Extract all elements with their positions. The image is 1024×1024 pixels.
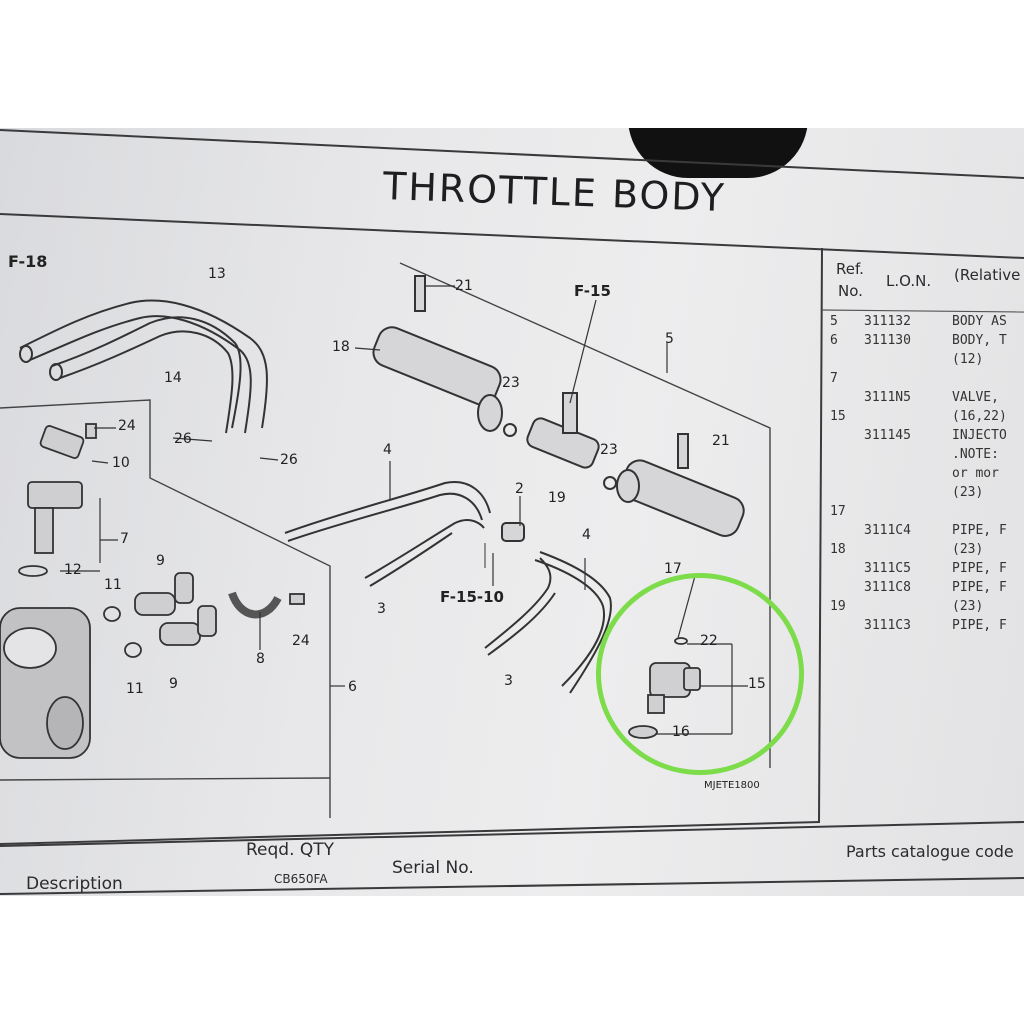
table-row: 5 311132 BODY AS bbox=[830, 314, 1024, 333]
parts-desc-cell: BODY, T bbox=[952, 333, 1007, 348]
parts-desc-cell: PIPE, F bbox=[952, 580, 1007, 595]
table-row: (12) bbox=[830, 352, 1024, 371]
table-row: .NOTE: bbox=[830, 447, 1024, 466]
parts-ref-cell: 5 bbox=[830, 314, 838, 329]
parts-desc-cell: BODY AS bbox=[952, 314, 1007, 329]
table-row: 19 (23) bbox=[830, 599, 1024, 618]
parts-desc-cell: (23) bbox=[952, 599, 984, 614]
parts-lon-cell: 3111C8 bbox=[864, 580, 911, 595]
parts-lon-cell: 311130 bbox=[864, 333, 911, 348]
lens-shadow bbox=[628, 128, 808, 178]
parts-desc-cell: .NOTE: bbox=[952, 447, 999, 462]
table-row: 3111N5 VALVE, bbox=[830, 390, 1024, 409]
parts-desc-cell: PIPE, F bbox=[952, 561, 1007, 576]
parts-table: Ref. No. L.O.N. (Relative 5 311132 BODY AS… bbox=[830, 256, 1024, 816]
callout-label: 24 bbox=[118, 418, 136, 434]
ref-header: Ref. bbox=[836, 260, 864, 278]
table-row: or mor bbox=[830, 466, 1024, 485]
table-row: 17 bbox=[830, 504, 1024, 523]
reqd-qty-label: Reqd. QTY bbox=[246, 840, 335, 860]
callout-label: 23 bbox=[600, 442, 618, 458]
callout-label: 2 bbox=[515, 481, 524, 497]
parts-catalogue-photo: THROTTLE BODY bbox=[0, 128, 1024, 896]
callout-label: 24 bbox=[292, 633, 310, 649]
highlight-circle bbox=[596, 573, 804, 775]
callout-label: 10 bbox=[112, 455, 130, 471]
callout-label: 7 bbox=[120, 531, 129, 547]
parts-lon-cell: 3111C5 bbox=[864, 561, 911, 576]
parts-desc-cell: (23) bbox=[952, 485, 984, 500]
no-header: No. bbox=[838, 282, 863, 300]
callout-label: 12 bbox=[64, 562, 82, 578]
model-label: CB650FA bbox=[274, 872, 328, 886]
callout-label: 11 bbox=[104, 577, 122, 593]
callout-label: 26 bbox=[280, 452, 298, 468]
table-row: 311145 INJECTO bbox=[830, 428, 1024, 447]
callout-label: 9 bbox=[169, 676, 178, 692]
parts-ref-cell: 19 bbox=[830, 599, 846, 614]
callout-label: 9 bbox=[156, 553, 165, 569]
relative-header: (Relative bbox=[954, 266, 1021, 284]
callout-label: 21 bbox=[455, 278, 473, 294]
callout-label: 22 bbox=[700, 633, 718, 649]
callout-label: 3 bbox=[504, 673, 513, 689]
callout-label: 6 bbox=[348, 679, 357, 695]
lon-header: L.O.N. bbox=[886, 272, 932, 290]
table-row: 15 (16,22) bbox=[830, 409, 1024, 428]
description-label: Description bbox=[26, 874, 123, 894]
table-row: (23) bbox=[830, 485, 1024, 504]
table-row: 3111C5 PIPE, F bbox=[830, 561, 1024, 580]
table-row: 7 bbox=[830, 371, 1024, 390]
parts-lon-cell: 3111C3 bbox=[864, 618, 911, 633]
parts-desc-cell: (16,22) bbox=[952, 409, 1007, 424]
callout-label: F-15-10 bbox=[440, 588, 504, 606]
callout-label: 16 bbox=[672, 724, 690, 740]
exploded-diagram bbox=[0, 129, 1024, 895]
table-row: 3111C4 PIPE, F bbox=[830, 523, 1024, 542]
callout-label: 14 bbox=[164, 370, 182, 386]
table-row: 3111C8 PIPE, F bbox=[830, 580, 1024, 599]
parts-desc-cell: PIPE, F bbox=[952, 523, 1007, 538]
parts-lon-cell: 311132 bbox=[864, 314, 911, 329]
parts-ref-cell: 15 bbox=[830, 409, 846, 424]
parts-desc-cell: VALVE, bbox=[952, 390, 999, 405]
callout-label: F-15 bbox=[574, 282, 611, 300]
parts-desc-cell: (12) bbox=[952, 352, 984, 367]
parts-desc-cell: (23) bbox=[952, 542, 984, 557]
callout-label: 13 bbox=[208, 266, 226, 282]
parts-lon-cell: 3111C4 bbox=[864, 523, 911, 538]
callout-label: 17 bbox=[664, 561, 682, 577]
callout-label: 19 bbox=[548, 490, 566, 506]
callout-label: 3 bbox=[377, 601, 386, 617]
callout-label: 4 bbox=[582, 527, 591, 543]
callout-label: 4 bbox=[383, 442, 392, 458]
serial-label: Serial No. bbox=[392, 858, 474, 878]
parts-ref-cell: 7 bbox=[830, 371, 838, 386]
parts-lon-cell: 311145 bbox=[864, 428, 911, 443]
drawing-code: MJETE1800 bbox=[704, 780, 760, 791]
table-row: 3111C3 PIPE, F bbox=[830, 618, 1024, 637]
callout-label: 21 bbox=[712, 433, 730, 449]
callout-label: F-18 bbox=[8, 252, 48, 271]
callout-label: 8 bbox=[256, 651, 265, 667]
callout-label: 5 bbox=[665, 331, 674, 347]
callout-label: 11 bbox=[126, 681, 144, 697]
callout-label: 15 bbox=[748, 676, 766, 692]
parts-desc-cell: INJECTO bbox=[952, 428, 1007, 443]
callout-label: 18 bbox=[332, 339, 350, 355]
callout-label: 26 bbox=[174, 431, 192, 447]
parts-ref-cell: 6 bbox=[830, 333, 838, 348]
catalogue-label: Parts catalogue code bbox=[846, 842, 1014, 861]
parts-ref-cell: 18 bbox=[830, 542, 846, 557]
callout-label: 23 bbox=[502, 375, 520, 391]
table-row: 18 (23) bbox=[830, 542, 1024, 561]
table-row: 6 311130 BODY, T bbox=[830, 333, 1024, 352]
parts-lon-cell: 3111N5 bbox=[864, 390, 911, 405]
parts-desc-cell: or mor bbox=[952, 466, 999, 481]
parts-desc-cell: PIPE, F bbox=[952, 618, 1007, 633]
parts-ref-cell: 17 bbox=[830, 504, 846, 519]
